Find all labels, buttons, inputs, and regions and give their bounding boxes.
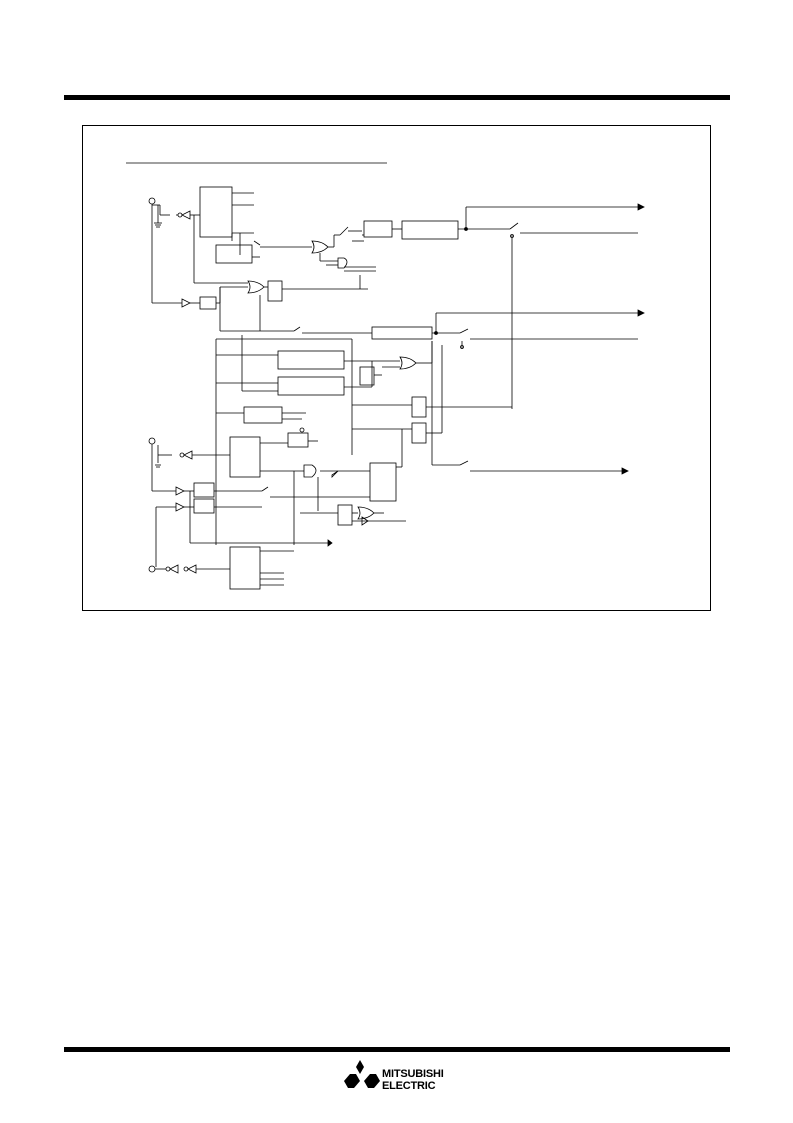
buffer-triangle <box>175 502 185 512</box>
pin-circle <box>148 437 156 445</box>
or-gate <box>311 240 329 254</box>
block <box>411 422 427 444</box>
block <box>363 220 393 238</box>
header-rule <box>64 95 730 100</box>
and-gate <box>337 257 348 269</box>
three-diamonds-icon <box>344 1060 380 1088</box>
block <box>287 432 309 448</box>
inverter-triangle <box>187 564 197 574</box>
figure-frame <box>82 125 711 611</box>
inverter-triangle <box>183 450 193 460</box>
wide-block <box>401 220 459 240</box>
footer-rule <box>64 1047 730 1052</box>
block <box>411 396 427 418</box>
flipflop-block <box>267 280 283 302</box>
block <box>193 498 215 514</box>
brand-line-2: ELECTRIC <box>382 1080 436 1092</box>
control-block <box>215 244 253 264</box>
pin-circle <box>148 197 156 205</box>
wide-block <box>371 326 433 340</box>
block <box>193 482 215 498</box>
buffer-triangle <box>175 486 185 496</box>
register-block <box>369 462 397 502</box>
block <box>243 406 283 424</box>
or-gate <box>247 280 265 294</box>
or-gate <box>399 356 417 370</box>
block <box>337 504 353 526</box>
and-gate <box>303 464 317 478</box>
block <box>359 366 375 386</box>
wide-block <box>277 350 345 370</box>
brand-line-1: MITSUBISHI <box>382 1068 444 1080</box>
block <box>199 296 217 310</box>
inverter-triangle <box>169 564 179 574</box>
pin-circle <box>148 565 156 573</box>
buffer-triangle <box>181 298 191 308</box>
register-block <box>229 436 261 478</box>
block-diagram <box>126 162 645 590</box>
or-gate <box>357 506 375 520</box>
wide-block <box>277 376 345 396</box>
register-block <box>229 546 261 590</box>
register-block <box>199 186 233 238</box>
inverter-triangle <box>181 210 191 220</box>
